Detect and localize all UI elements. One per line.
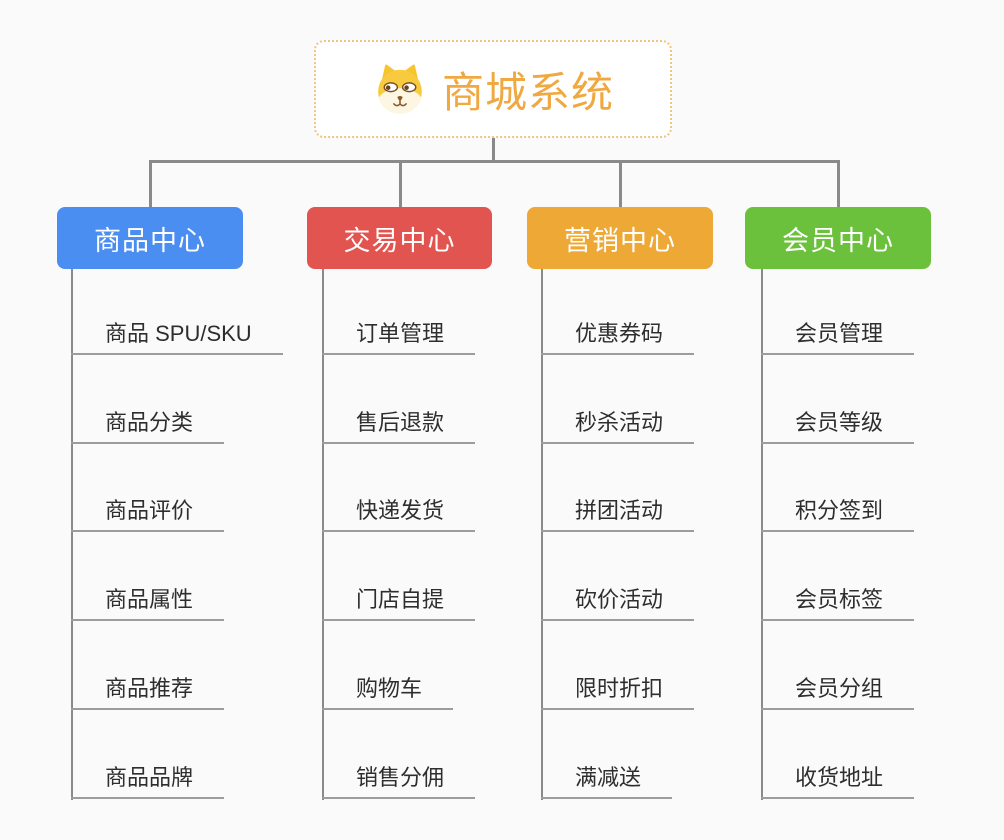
branch-items-trade-center: 订单管理售后退款快递发货门店自提购物车销售分佣 (322, 266, 476, 799)
leaf-item-label: 积分签到 (761, 493, 915, 533)
leaf-item-label: 满减送 (541, 760, 673, 799)
leaf-item[interactable]: 快递发货 (322, 444, 476, 533)
leaf-item-label: 秒杀活动 (541, 405, 695, 444)
leaf-item[interactable]: 砍价活动 (541, 532, 695, 622)
leaf-item-label: 商品推荐 (71, 671, 225, 710)
leaf-item-label: 商品评价 (71, 493, 225, 533)
leaf-item-label: 会员分组 (761, 671, 915, 710)
leaf-item[interactable]: 销售分佣 (322, 710, 476, 799)
leaf-item-label: 拼团活动 (541, 493, 695, 533)
leaf-item-label: 订单管理 (322, 316, 476, 355)
root-title: 商城系统 (441, 68, 614, 116)
leaf-item-label: 会员管理 (761, 316, 915, 355)
leaf-item-label: 砍价活动 (541, 582, 695, 622)
connector-root-stub (492, 138, 495, 163)
leaf-item-label: 商品 SPU/SKU (71, 316, 283, 355)
leaf-item[interactable]: 门店自提 (322, 532, 476, 622)
leaf-item[interactable]: 会员等级 (761, 355, 915, 444)
leaf-item-label: 门店自提 (322, 582, 476, 622)
connector-column-line-3 (541, 269, 543, 800)
leaf-item-label: 商品属性 (71, 582, 225, 622)
leaf-item-label: 会员标签 (761, 582, 915, 622)
leaf-item[interactable]: 积分签到 (761, 444, 915, 533)
branch-node-trade-center[interactable]: 交易中心 (307, 207, 492, 269)
leaf-item[interactable]: 会员分组 (761, 621, 915, 710)
dog-face-icon (378, 64, 422, 114)
leaf-item[interactable]: 秒杀活动 (541, 355, 695, 444)
leaf-item[interactable]: 会员标签 (761, 532, 915, 622)
leaf-item-label: 会员等级 (761, 405, 915, 444)
leaf-item[interactable]: 商品推荐 (71, 621, 283, 710)
branch-items-marketing-center: 优惠券码秒杀活动拼团活动砍价活动限时折扣满减送 (541, 266, 695, 799)
connector-horizontal (149, 160, 840, 163)
leaf-item-label: 快递发货 (322, 493, 476, 533)
connector-column-line-1 (71, 269, 73, 800)
branch-items-product-center: 商品 SPU/SKU 商品分类商品评价商品属性商品推荐商品品牌 (71, 266, 283, 799)
connector-stub-branch-3 (619, 160, 622, 208)
branch-node-marketing-center[interactable]: 营销中心 (527, 207, 713, 269)
connector-stub-branch-2 (399, 160, 402, 208)
leaf-item-label: 销售分佣 (322, 760, 476, 799)
leaf-item[interactable]: 商品分类 (71, 355, 283, 444)
leaf-item-label: 商品分类 (71, 405, 225, 444)
connector-stub-branch-1 (149, 160, 152, 208)
leaf-item[interactable]: 满减送 (541, 710, 694, 799)
connector-stub-branch-4 (837, 160, 840, 208)
leaf-item[interactable]: 售后退款 (322, 355, 476, 444)
leaf-item[interactable]: 优惠券码 (541, 266, 695, 355)
leaf-item[interactable]: 商品评价 (71, 444, 283, 533)
branch-node-member-center[interactable]: 会员中心 (745, 207, 931, 269)
leaf-item-label: 售后退款 (322, 405, 476, 444)
connector-column-line-4 (761, 269, 763, 800)
leaf-item[interactable]: 限时折扣 (541, 621, 695, 710)
leaf-item-label: 收货地址 (761, 760, 915, 799)
root-node-mall-system[interactable]: 商城系统 (314, 40, 672, 138)
leaf-item-label: 优惠券码 (541, 316, 695, 355)
leaf-item-label: 购物车 (322, 671, 454, 710)
leaf-item[interactable]: 购物车 (322, 621, 475, 710)
leaf-item[interactable]: 商品属性 (71, 532, 283, 622)
branch-node-product-center[interactable]: 商品中心 (57, 207, 243, 269)
leaf-item-label: 限时折扣 (541, 671, 695, 710)
leaf-item[interactable]: 订单管理 (322, 266, 476, 355)
leaf-item[interactable]: 商品 SPU/SKU (71, 266, 283, 355)
branch-items-member-center: 会员管理会员等级积分签到会员标签会员分组收货地址 (761, 266, 915, 799)
leaf-item[interactable]: 商品品牌 (71, 710, 283, 799)
leaf-item[interactable]: 会员管理 (761, 266, 915, 355)
connector-column-line-2 (322, 269, 324, 800)
leaf-item[interactable]: 拼团活动 (541, 444, 695, 533)
leaf-item-label: 商品品牌 (71, 760, 225, 799)
leaf-item[interactable]: 收货地址 (761, 710, 915, 799)
